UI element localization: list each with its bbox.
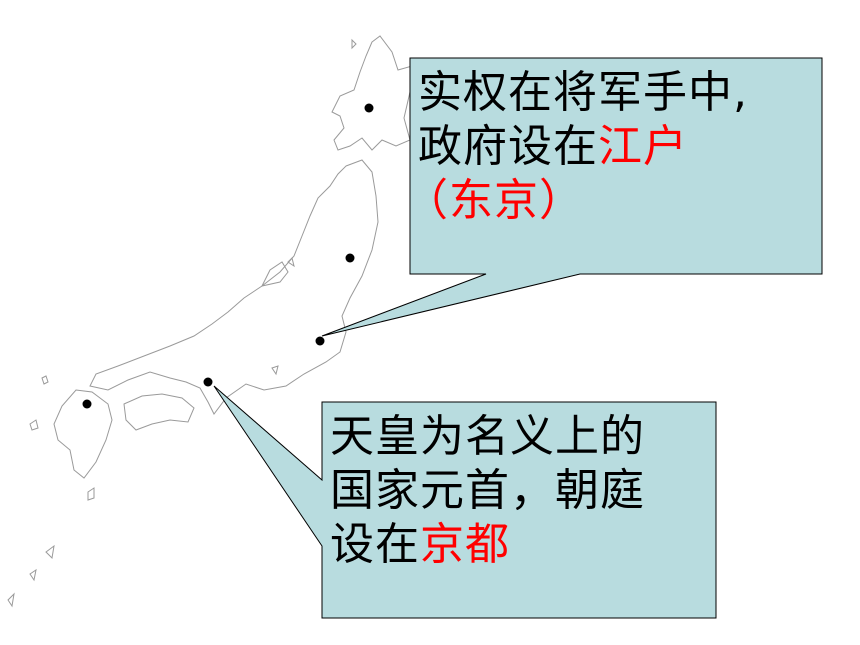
callout-edo-line3: （东京） <box>404 175 584 226</box>
city-dot-sendai <box>345 253 355 263</box>
kyushu-outline <box>53 389 113 479</box>
callout-kyoto-highlight: 京都 <box>420 519 510 570</box>
callout-kyoto-line3: 设在京都 <box>330 518 645 572</box>
callout-kyoto-line2: 国家元首，朝庭 <box>330 465 645 516</box>
island-outline <box>87 487 95 501</box>
noto-peninsula-outline <box>261 261 289 287</box>
callout-kyoto-line3-prefix: 设在 <box>330 519 420 570</box>
shikoku-outline <box>123 393 195 431</box>
city-dot-kyoto <box>203 377 213 387</box>
callout-edo-text: 实权在将军手中, 政府设在江户 （东京） <box>404 66 748 228</box>
island-outline <box>29 419 39 431</box>
island-outline <box>271 365 279 376</box>
city-dot-fukuoka <box>82 399 92 409</box>
city-dot-sapporo <box>364 103 374 113</box>
callout-kyoto-text: 天皇为名义上的 国家元首，朝庭 设在京都 <box>330 410 645 572</box>
hokkaido-outline <box>331 35 413 151</box>
island-outline <box>29 568 37 582</box>
island-outline <box>351 38 357 50</box>
island-outline <box>41 375 49 385</box>
city-dot-edo <box>315 336 325 346</box>
callout-edo-line2: 政府设在江户 <box>418 120 748 174</box>
island-outline <box>287 257 295 268</box>
island-outline <box>7 592 15 608</box>
callout-edo-highlight: 江户 <box>598 121 688 172</box>
honshu-outline <box>89 159 379 415</box>
callout-kyoto-line1: 天皇为名义上的 <box>330 411 645 462</box>
callout-edo-line1: 实权在将军手中, <box>418 67 748 118</box>
callout-edo-line2-prefix: 政府设在 <box>418 121 598 172</box>
island-outline <box>45 544 55 560</box>
callout-kyoto-box <box>213 385 717 619</box>
callout-edo-box <box>321 57 823 337</box>
